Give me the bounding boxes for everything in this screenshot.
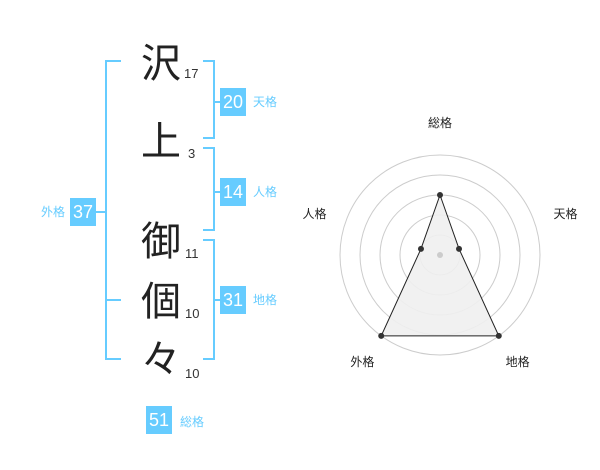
radar-ring-5 bbox=[339, 154, 541, 356]
stroke-count-1: 17 bbox=[184, 66, 199, 81]
radar-point-3 bbox=[495, 332, 502, 339]
stroke-count-2: 3 bbox=[188, 146, 196, 161]
tenkaku-label: 天格 bbox=[253, 95, 278, 109]
radar-center-dot bbox=[437, 252, 443, 258]
gaikaku-score: 37 bbox=[70, 198, 97, 226]
jinkaku-score: 14 bbox=[220, 178, 247, 206]
radar-point-1 bbox=[437, 192, 443, 198]
radar-point-4 bbox=[378, 332, 385, 339]
radar-point-5 bbox=[417, 245, 424, 252]
gaikaku-label: 外格 bbox=[41, 205, 66, 219]
name-char-5: 々 bbox=[141, 337, 181, 383]
stroke-count-3: 11 bbox=[185, 246, 199, 261]
radar-axis-label-1: 総格 bbox=[428, 115, 452, 130]
name-char-1: 沢 bbox=[141, 41, 181, 87]
radar-axis-label-3: 地格 bbox=[506, 354, 530, 369]
radar-axis-label-5: 人格 bbox=[302, 206, 326, 221]
chikaku-score: 31 bbox=[220, 286, 247, 314]
soukaku-score: 51 bbox=[146, 406, 173, 434]
stroke-count-5: 10 bbox=[185, 366, 200, 381]
name-char-4: 個 bbox=[141, 279, 181, 325]
soukaku-label: 総格 bbox=[180, 415, 205, 429]
tenkaku-score: 20 bbox=[220, 88, 247, 116]
radar-point-2 bbox=[456, 245, 463, 252]
radar-axis-label-2: 天格 bbox=[554, 206, 578, 221]
jinkaku-label: 人格 bbox=[253, 185, 278, 199]
chikaku-label: 地格 bbox=[253, 293, 278, 307]
stroke-count-4: 10 bbox=[185, 306, 200, 321]
name-char-2: 上 bbox=[141, 119, 181, 165]
radar-axis-label-4: 外格 bbox=[350, 354, 374, 369]
name-char-3: 御 bbox=[141, 219, 181, 265]
radar-data-polygon bbox=[380, 193, 500, 337]
